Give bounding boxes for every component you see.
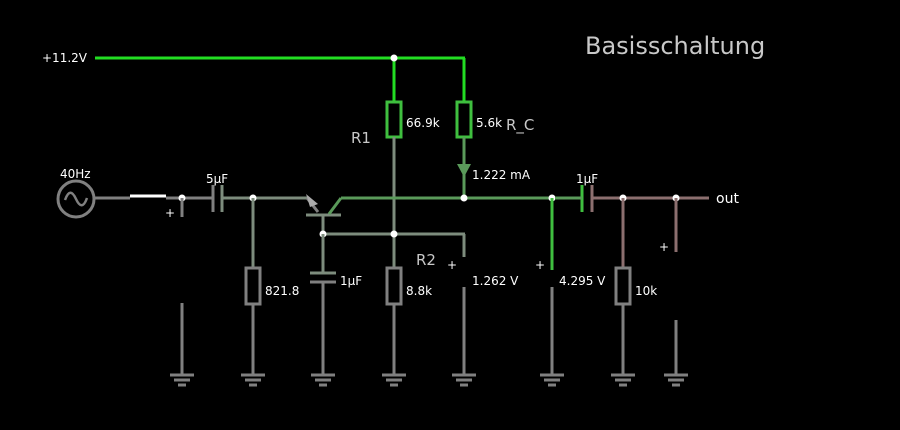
input-probe-plus: + xyxy=(165,206,175,220)
ground-icon xyxy=(382,373,406,387)
ground-icon xyxy=(241,373,265,387)
ac-source-icon xyxy=(63,191,89,207)
resistor-load[interactable] xyxy=(614,266,632,306)
capacitor-c-in[interactable] xyxy=(211,185,224,212)
resistor-rc[interactable] xyxy=(455,100,473,198)
r2-value: 8.8k xyxy=(406,284,432,298)
source-label: 40Hz xyxy=(60,167,91,181)
ground-icon xyxy=(311,373,335,387)
base-voltage-readout: 1.262 V xyxy=(472,274,519,288)
ground-icon xyxy=(452,373,476,387)
resistor-r1[interactable] xyxy=(385,100,403,268)
r2-name: R2 xyxy=(416,251,436,269)
output-probe-plus: + xyxy=(659,240,669,254)
c-in-value: 5µF xyxy=(206,172,228,186)
ground-symbols xyxy=(170,373,688,387)
ground-icon xyxy=(664,373,688,387)
rc-value: 5.6k xyxy=(476,116,502,130)
ground-icon xyxy=(611,373,635,387)
page-title: Basisschaltung xyxy=(585,32,765,60)
r1-value: 66.9k xyxy=(406,116,440,130)
r1-name: R1 xyxy=(351,129,371,147)
ground-icon xyxy=(170,373,194,387)
junction-dot xyxy=(390,54,398,62)
capacitor-c-out[interactable] xyxy=(580,185,594,212)
resistor-r2[interactable] xyxy=(385,266,403,306)
capacitor-c-base[interactable] xyxy=(310,271,336,284)
ground-icon xyxy=(540,373,564,387)
resistor-re[interactable] xyxy=(244,266,262,306)
c-out-value: 1µF xyxy=(576,172,598,186)
rc-name: R_C xyxy=(506,116,534,135)
base-voltmeter-plus: + xyxy=(447,258,457,272)
r-load-value: 10k xyxy=(635,284,657,298)
supply-label: +11.2V xyxy=(42,51,88,65)
c-base-value: 1µF xyxy=(340,274,362,288)
collector-voltage-readout: 4.295 V xyxy=(559,274,606,288)
current-readout: 1.222 mA xyxy=(472,168,531,182)
emitter-arrow-icon xyxy=(306,194,318,207)
collector-voltmeter-plus: + xyxy=(535,258,545,272)
supply-rail[interactable] xyxy=(95,56,466,101)
output-label: out xyxy=(716,191,739,207)
transistor-pnp[interactable] xyxy=(305,194,343,234)
ac-source[interactable] xyxy=(56,179,96,219)
re-value: 821.8 xyxy=(265,284,299,298)
current-arrow-icon xyxy=(457,164,471,177)
